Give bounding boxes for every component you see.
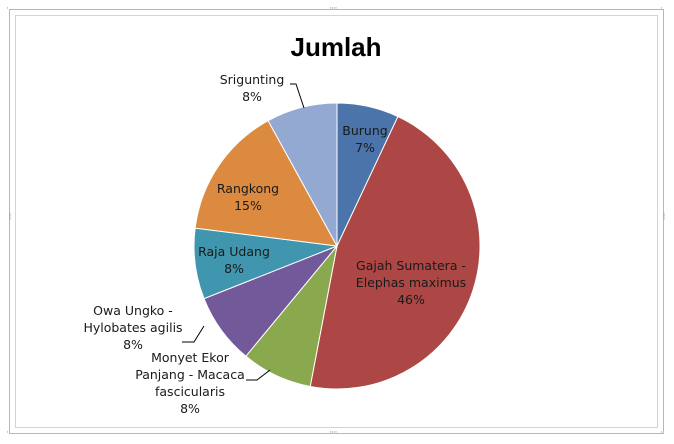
leader-line-4	[182, 325, 205, 343]
resize-handle-right[interactable]: ····	[658, 212, 668, 220]
resize-handle-top-left[interactable]: ·	[6, 4, 9, 14]
resize-handle-bottom-right[interactable]: ·	[660, 428, 663, 438]
pie-slice-7[interactable]	[267, 102, 338, 247]
plot-border	[15, 15, 658, 428]
resize-handle-bottom-left[interactable]: ·	[6, 428, 9, 438]
resize-handle-top[interactable]: ····	[329, 4, 338, 14]
chart-title: Jumlah	[290, 32, 381, 62]
pie-slice-6[interactable]	[194, 120, 338, 247]
resize-handle-bottom[interactable]: ····	[329, 428, 338, 438]
resize-handle-left[interactable]: ····	[4, 212, 14, 220]
leader-line-7	[290, 83, 305, 109]
pie-slice-2[interactable]	[309, 115, 481, 390]
resize-handle-top-right[interactable]: ·	[660, 4, 663, 14]
leader-line-3	[246, 369, 271, 381]
